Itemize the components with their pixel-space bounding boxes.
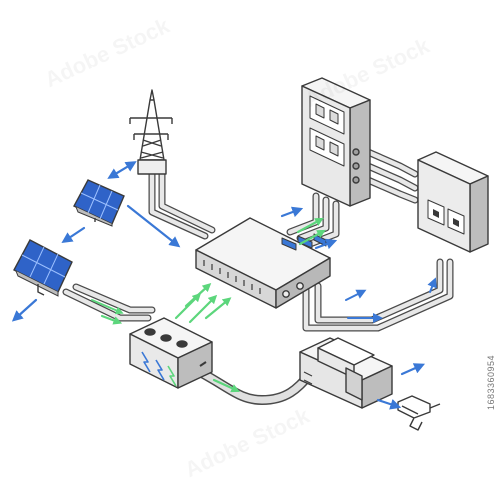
- switch-wires: [302, 258, 454, 332]
- distribution-board-icon: [301, 77, 371, 207]
- inverter-icon: [195, 217, 331, 309]
- wall-switch-icon: [417, 151, 489, 253]
- generator-icon: [299, 337, 393, 409]
- fuel-nozzle-icon: [397, 395, 441, 431]
- solar-panel-icon: [73, 179, 125, 227]
- panel-wire: [62, 283, 156, 322]
- solar-panel-icon: [13, 239, 73, 297]
- transmission-tower-icon: [129, 89, 173, 175]
- generator-cable: [195, 367, 317, 405]
- battery-icon: [129, 317, 213, 389]
- wires: [62, 148, 454, 405]
- board-switch-wires: [364, 148, 419, 204]
- stock-id: 1683360954: [486, 354, 496, 410]
- flow-arrows: [11, 161, 426, 410]
- tower-wire: [148, 168, 216, 240]
